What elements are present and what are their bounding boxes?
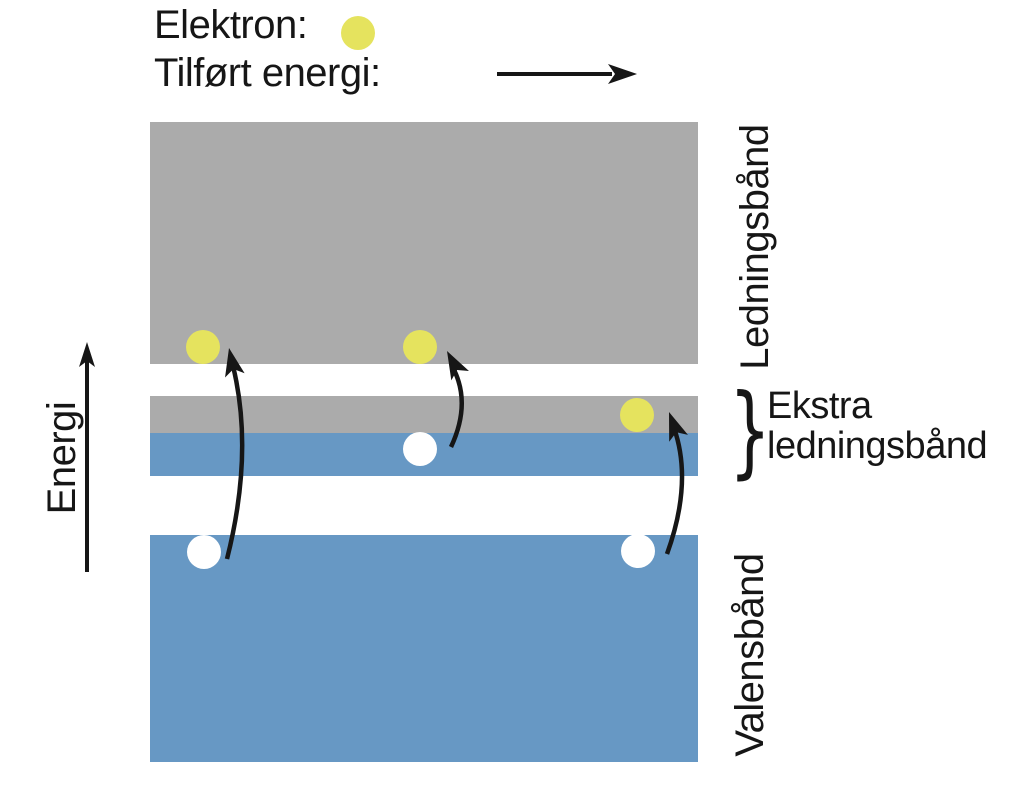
electron-legend-icon <box>341 16 375 50</box>
electron-dot-2 <box>403 330 437 364</box>
legend-supplied-energy-label: Tilført energi: <box>154 51 381 95</box>
extra-conduction-band-gray <box>150 396 698 433</box>
hole-dot-2 <box>403 432 437 466</box>
legend-electron-label: Elektron: <box>154 3 308 47</box>
supplied-energy-arrow-icon <box>497 64 637 84</box>
extra-band-label: Ekstra ledningsbånd <box>767 385 988 467</box>
electron-dot-3 <box>620 398 654 432</box>
conduction-band-label: Ledningsbånd <box>733 124 777 370</box>
extra-band-label-line2: ledningsbånd <box>767 425 988 467</box>
valence-band-label: Valensbånd <box>728 553 772 757</box>
electron-dot-1 <box>186 330 220 364</box>
energy-axis-label: Energi <box>40 401 84 515</box>
valence-band <box>150 535 698 762</box>
extra-band-brace: } <box>729 372 771 489</box>
hole-dot-1 <box>187 535 221 569</box>
hole-dot-3 <box>621 534 655 568</box>
conduction-band <box>150 122 698 364</box>
extra-band-label-line1: Ekstra <box>767 385 872 427</box>
